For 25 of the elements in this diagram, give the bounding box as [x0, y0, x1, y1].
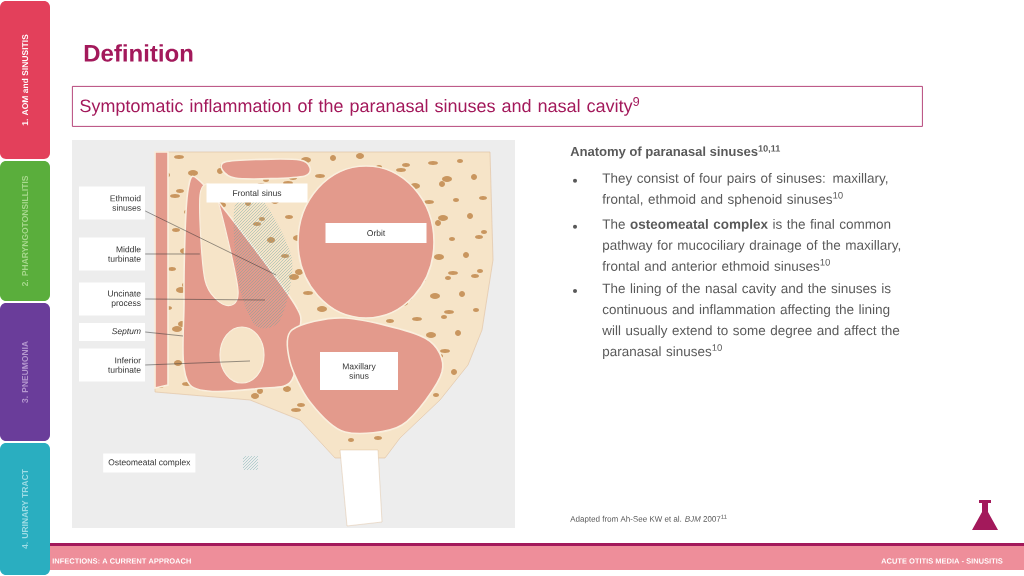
label-box: Septum: [79, 323, 145, 341]
legend-label: Osteomeatal complex: [103, 453, 196, 473]
label-box: Ethmoid sinuses: [79, 186, 145, 220]
section-tab: 4. URINARY TRACT: [0, 443, 50, 575]
leader-line: [144, 210, 277, 276]
bullet-text: They consist of four pairs of sinuses: maxillary, frontal, ethmoid and sphenoid sinuses$^{10}$: [602, 173, 888, 207]
leader-line: [144, 360, 251, 366]
bullet-text: The osteomeatal complex is the final common pathway for mucociliary drainage of the maxillary, frontal and anterior ethmoid sinuses$^{10}$: [602, 219, 901, 271]
label-box: Middle turbinate: [79, 237, 145, 271]
label-box: Maxillary sinus: [320, 352, 398, 390]
section-tab: 3. PNEUMONIA: [0, 303, 50, 441]
leader-line: [144, 253, 201, 255]
subtitle-box: Symptomatic inflammation of the paranasal sinuses and nasal cavity$^{9}$: [72, 86, 923, 127]
label-box: Uncinate process: [79, 282, 145, 316]
bullet-text: The lining of the nasal cavity and the sinuses is continuous and inflammation affecting the lining will usually extend to some degree and affect the paranasal sinuses$^{10}$: [602, 283, 900, 359]
label-box: Orbit: [325, 223, 427, 243]
label-box: Inferior turbinate: [79, 348, 145, 382]
leader-line: [144, 331, 184, 337]
section-tab: 1. AOM and SINUSITIS: [0, 1, 50, 159]
slide-title: Definition: [84, 44, 193, 62]
label-box: Frontal sinus: [206, 183, 308, 203]
section-heading: Anatomy of paranasal sinuses$^{10,11}$: [570, 145, 781, 159]
source-note: Adapted from Ah-See KW et al. BJM 2007$^{11}$: [570, 514, 727, 524]
leader-line: [144, 298, 266, 301]
section-tab: 2. PHARYNGOTONSILLITIS: [0, 161, 50, 301]
